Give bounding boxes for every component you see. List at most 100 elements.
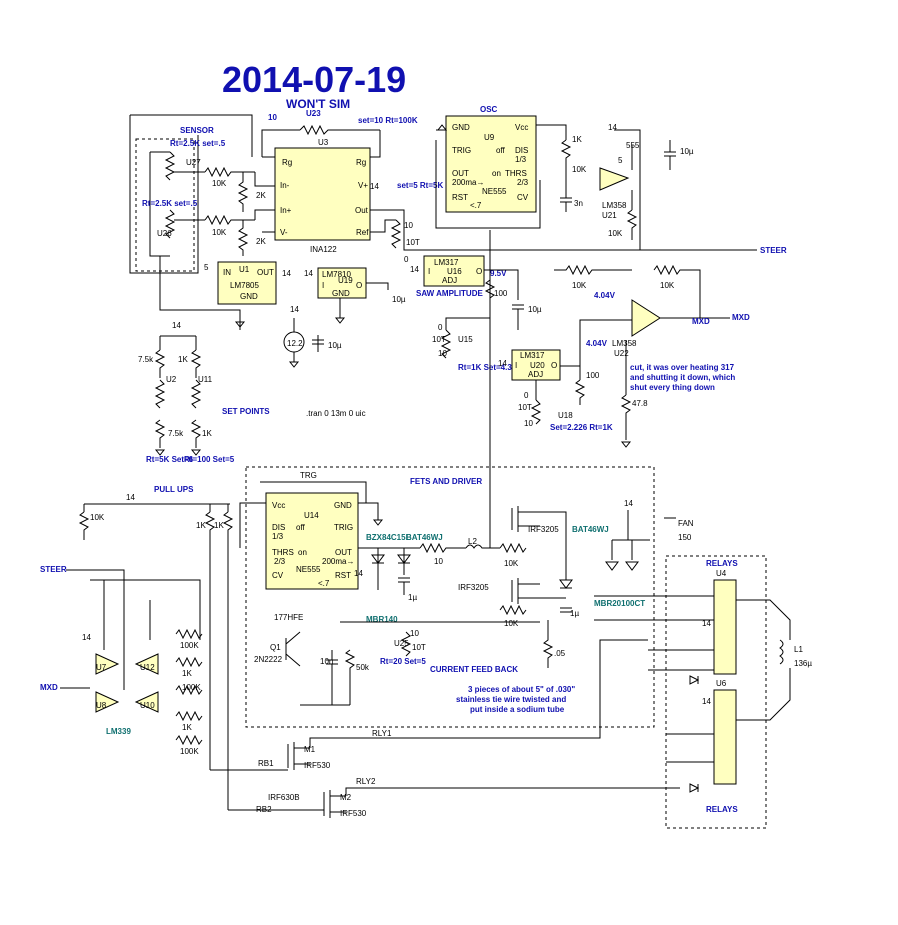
svg-text:100K: 100K	[180, 747, 199, 756]
svg-text:1µ: 1µ	[408, 593, 417, 602]
q1-ref: Q1	[270, 643, 281, 652]
r-1k-pullups	[204, 511, 234, 540]
u11-ref: U11	[198, 375, 213, 384]
svg-text:10K: 10K	[572, 281, 587, 290]
svg-text:100: 100	[494, 289, 508, 298]
rly1-label: RLY1	[372, 729, 392, 738]
sensor-box	[135, 138, 195, 272]
svg-text:14: 14	[290, 305, 299, 314]
svg-text:14: 14	[624, 499, 633, 508]
u17-params: set=5 Rt=5K	[397, 181, 443, 190]
svg-text:O: O	[476, 267, 482, 276]
r-10k-mid1	[554, 264, 632, 276]
fets-driver-label: FETS AND DRIVER	[410, 477, 482, 486]
svg-text:7.5k: 7.5k	[168, 429, 184, 438]
svg-text:100K: 100K	[180, 641, 199, 650]
lm7810-block	[317, 267, 367, 299]
fet-irf3205-1	[511, 506, 540, 532]
comparator-u8	[95, 691, 120, 713]
svg-text:GND: GND	[332, 289, 350, 298]
tran-directive: .tran 0 13m 0 uic	[306, 409, 366, 418]
svg-text:LM317: LM317	[434, 258, 459, 267]
svg-text:IRF530: IRF530	[304, 761, 331, 770]
mxd-label-top: MXD	[732, 313, 750, 322]
u16-ref: U16	[447, 267, 462, 276]
svg-text:L1: L1	[794, 645, 803, 654]
fan-label: FAN	[678, 519, 694, 528]
svg-text:2K: 2K	[256, 191, 266, 200]
cap-3n	[560, 190, 572, 212]
diodes-d8-d7	[605, 561, 639, 571]
svg-text:U12: U12	[140, 663, 155, 672]
svg-text:50k: 50k	[356, 663, 370, 672]
svg-text:IRF630B: IRF630B	[268, 793, 300, 802]
steer-label-top: STEER	[760, 246, 787, 255]
current-feedback-label: CURRENT FEED BACK	[430, 665, 518, 674]
lm317-saw-block	[423, 255, 485, 287]
svg-text:150: 150	[678, 533, 692, 542]
svg-text:O: O	[356, 281, 362, 290]
u1-ref: U1	[239, 265, 250, 274]
svg-text:LM358: LM358	[602, 201, 627, 210]
wont-sim-label: WON'T SIM	[286, 97, 350, 111]
svg-text:on: on	[492, 169, 501, 178]
r-10k-1	[204, 166, 255, 178]
svg-text:1K: 1K	[182, 723, 192, 732]
r-05-sense	[542, 620, 554, 668]
svg-text:IRF3205: IRF3205	[458, 583, 489, 592]
resistor-ladder	[175, 628, 203, 746]
svg-text:14: 14	[498, 359, 507, 368]
comparator-u12	[134, 653, 159, 675]
lm339-label: LM339	[106, 727, 131, 736]
svg-text:10: 10	[268, 113, 277, 122]
r-10k-mid2	[653, 264, 701, 318]
u23-pot	[299, 124, 380, 136]
svg-text:1K: 1K	[182, 669, 192, 678]
svg-text:4.04V: 4.04V	[594, 291, 616, 300]
svg-text:1K: 1K	[572, 135, 582, 144]
svg-text:NE555: NE555	[296, 565, 321, 574]
svg-text:100K: 100K	[182, 683, 201, 692]
svg-text:7.5k: 7.5k	[138, 355, 154, 364]
ne555-osc-block	[445, 115, 537, 213]
svg-text:Rg: Rg	[282, 158, 292, 167]
svg-text:10K: 10K	[504, 559, 519, 568]
svg-text:V-: V-	[280, 228, 288, 237]
lm7805-block	[217, 261, 277, 305]
r-10k-u21	[626, 209, 638, 240]
svg-text:.05: .05	[554, 649, 566, 658]
svg-text:IN: IN	[223, 268, 231, 277]
u26-params: Rt=2.5K set=.5	[142, 199, 198, 208]
gnd-7805	[234, 321, 246, 328]
cap-10u-b	[312, 335, 324, 352]
svg-text:10T: 10T	[406, 238, 420, 247]
pull-ups-label: PULL UPS	[154, 485, 194, 494]
inductor-l1	[779, 639, 784, 665]
svg-text:Vcc: Vcc	[515, 123, 528, 132]
u15-ref: U15	[458, 335, 473, 344]
svg-text:14: 14	[304, 269, 313, 278]
svg-text:555: 555	[626, 141, 640, 150]
svg-text:10K: 10K	[212, 228, 227, 237]
svg-text:LM7810: LM7810	[322, 270, 351, 279]
svg-text:10K: 10K	[90, 513, 105, 522]
rb1-label: RB1	[258, 759, 274, 768]
u9-ref: U9	[484, 133, 495, 142]
relay-u6	[713, 689, 737, 785]
svg-text:47.8: 47.8	[632, 399, 648, 408]
svg-text:136µ: 136µ	[794, 659, 812, 668]
svg-text:10: 10	[404, 221, 413, 230]
svg-text:1K: 1K	[214, 521, 224, 530]
relay-u4	[713, 579, 737, 675]
svg-text:O: O	[551, 361, 557, 370]
u11-pot	[190, 379, 202, 409]
svg-text:2N2222: 2N2222	[254, 655, 283, 664]
svg-text:GND: GND	[240, 292, 258, 301]
svg-text:and shutting it down, which: and shutting it down, which	[630, 373, 735, 382]
svg-text:10µ: 10µ	[392, 295, 406, 304]
svg-text:12.2: 12.2	[287, 339, 303, 348]
svg-text:I: I	[515, 361, 517, 370]
svg-text:off: off	[496, 146, 506, 155]
